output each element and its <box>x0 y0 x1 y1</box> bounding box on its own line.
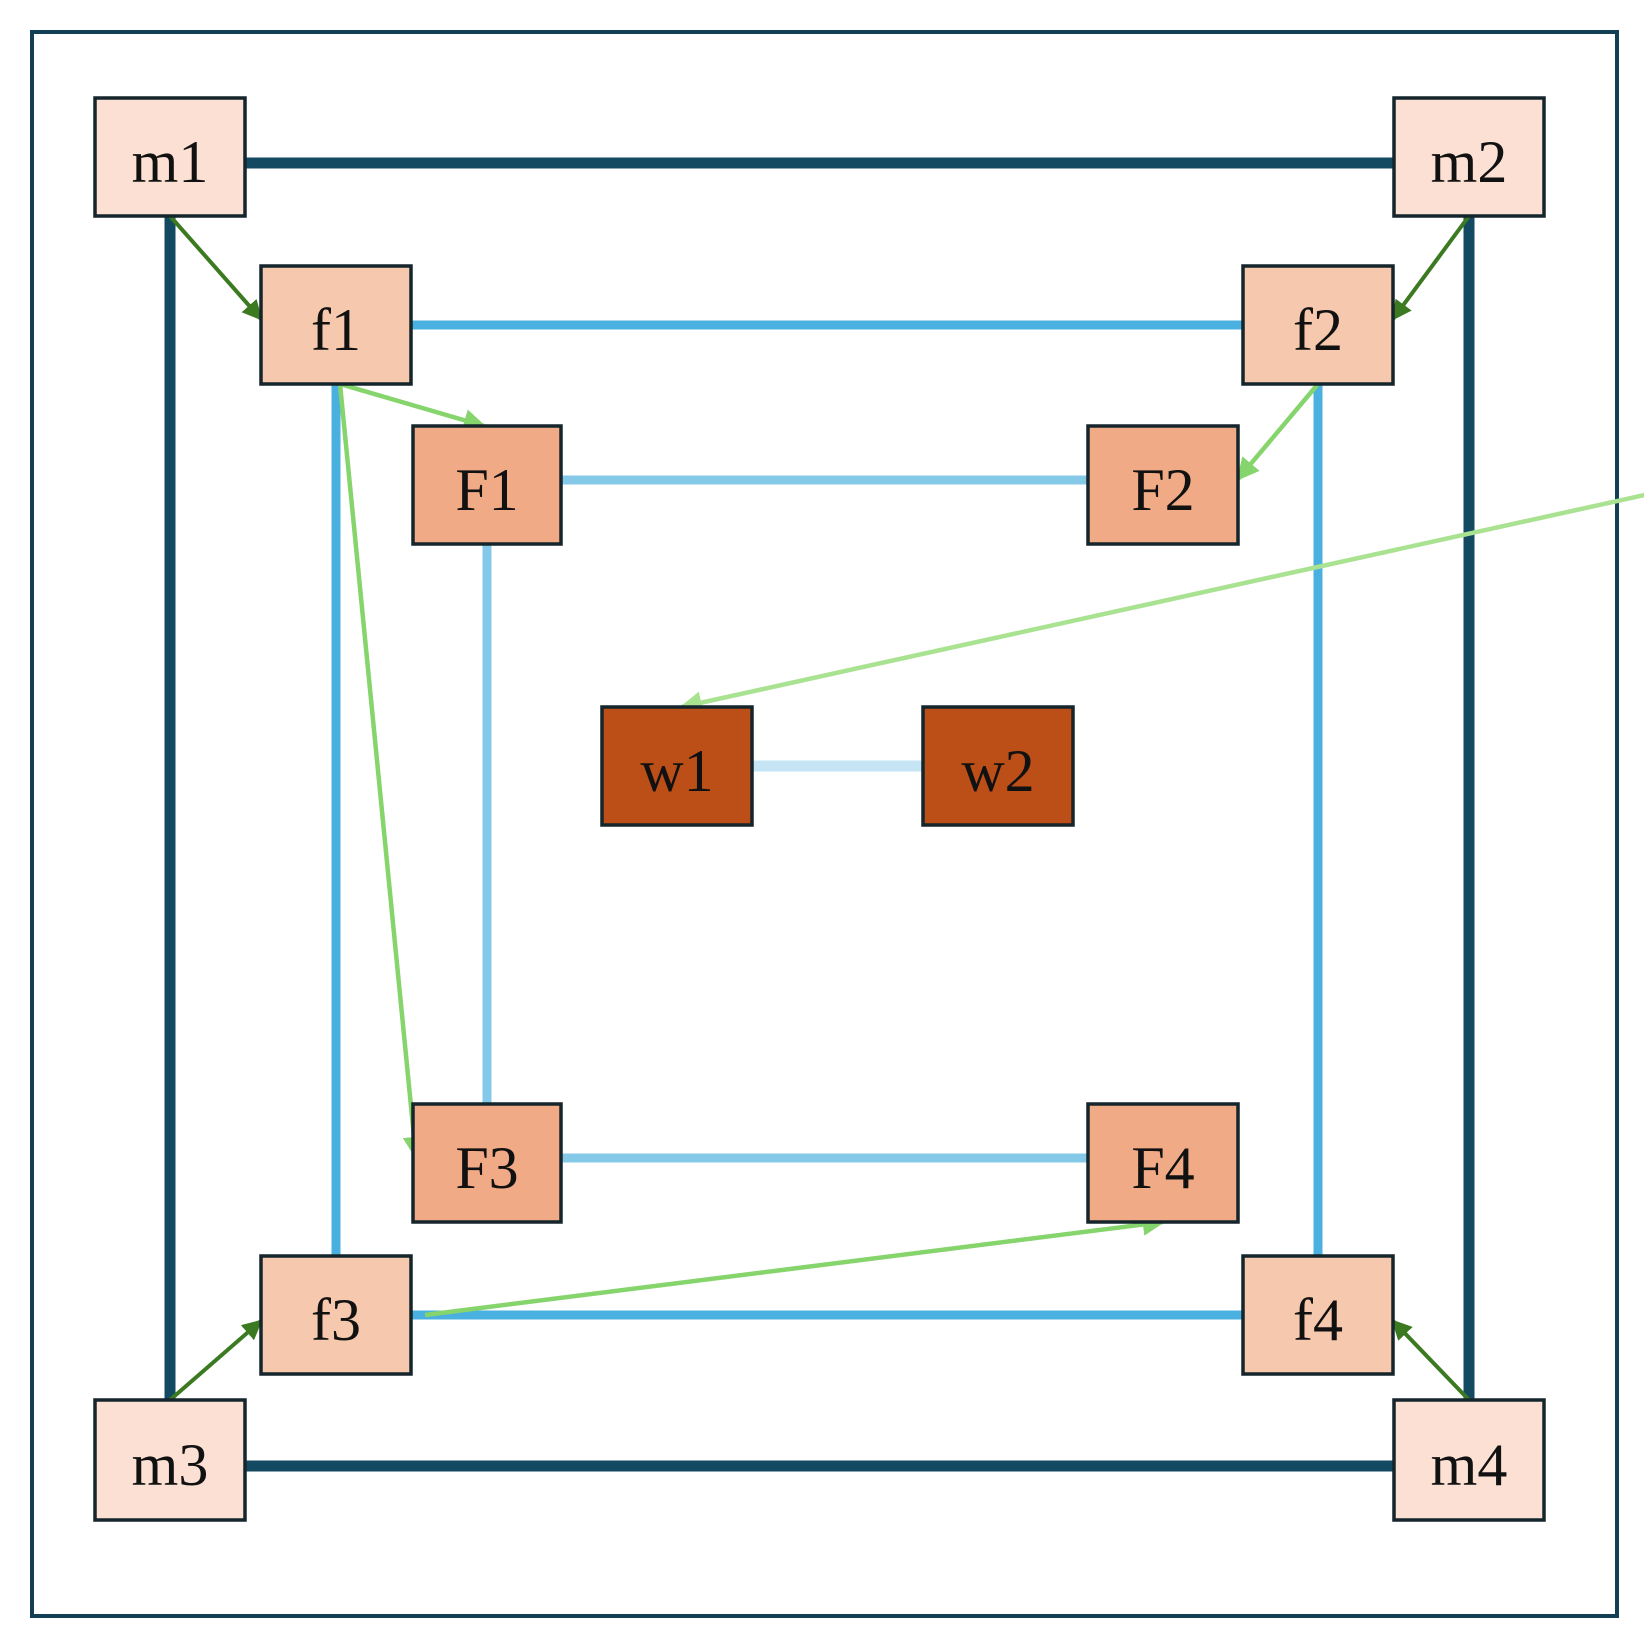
node-box <box>921 705 1075 827</box>
node-box <box>1241 1254 1395 1376</box>
arrow-m3-to-f3 <box>168 1319 263 1402</box>
arrow-f3-to-F4 <box>424 1213 1166 1318</box>
node-label: f1 <box>311 297 361 363</box>
node-label: F3 <box>455 1135 518 1201</box>
links-layer <box>164 157 1475 1472</box>
node-m3: m3 <box>93 1398 247 1522</box>
node-F3: F3 <box>411 1102 563 1224</box>
arrow-f1-to-F1 <box>339 381 487 432</box>
node-f3: f3 <box>259 1254 413 1376</box>
node-F4: F4 <box>1086 1102 1240 1224</box>
node-label: f3 <box>311 1287 361 1353</box>
node-label: m3 <box>132 1432 209 1498</box>
node-label: w2 <box>961 738 1034 804</box>
node-f1: f1 <box>259 264 413 386</box>
arrow-m4-to-f4 <box>1391 1319 1471 1402</box>
node-box <box>411 424 563 546</box>
node-box <box>1392 96 1546 218</box>
node-m2: m2 <box>1392 96 1546 218</box>
node-box <box>93 1398 247 1522</box>
node-box <box>411 1102 563 1224</box>
arrows-layer <box>168 214 1644 1402</box>
node-label: m4 <box>1431 1432 1508 1498</box>
node-box <box>1086 424 1240 546</box>
arrow-F2-to-w1 <box>679 492 1644 714</box>
node-box <box>1086 1102 1240 1224</box>
node-f4: f4 <box>1241 1254 1395 1376</box>
node-label: f2 <box>1293 297 1343 363</box>
arrow-m1-to-f1 <box>168 214 263 321</box>
node-box <box>259 1254 413 1376</box>
node-box <box>600 705 754 827</box>
node-box <box>1241 264 1395 386</box>
node-box <box>1392 1398 1546 1522</box>
node-m4: m4 <box>1392 1398 1546 1522</box>
arrow-f1-to-F3 <box>337 383 426 1160</box>
node-F1: F1 <box>411 424 563 546</box>
node-box <box>93 96 247 218</box>
node-F2: F2 <box>1086 424 1240 546</box>
arrow-m2-to-f2 <box>1391 214 1471 321</box>
arrow-f2-to-F2 <box>1236 382 1320 481</box>
node-label: m2 <box>1431 129 1508 195</box>
node-f2: f2 <box>1241 264 1395 386</box>
node-m1: m1 <box>93 96 247 218</box>
node-label: m1 <box>132 129 209 195</box>
node-label: f4 <box>1293 1287 1343 1353</box>
node-label: F4 <box>1131 1135 1194 1201</box>
node-w2: w2 <box>921 705 1075 827</box>
node-label: F2 <box>1131 457 1194 523</box>
node-label: w1 <box>640 738 713 804</box>
node-w1: w1 <box>600 705 754 827</box>
node-box <box>259 264 413 386</box>
node-label: F1 <box>455 457 518 523</box>
